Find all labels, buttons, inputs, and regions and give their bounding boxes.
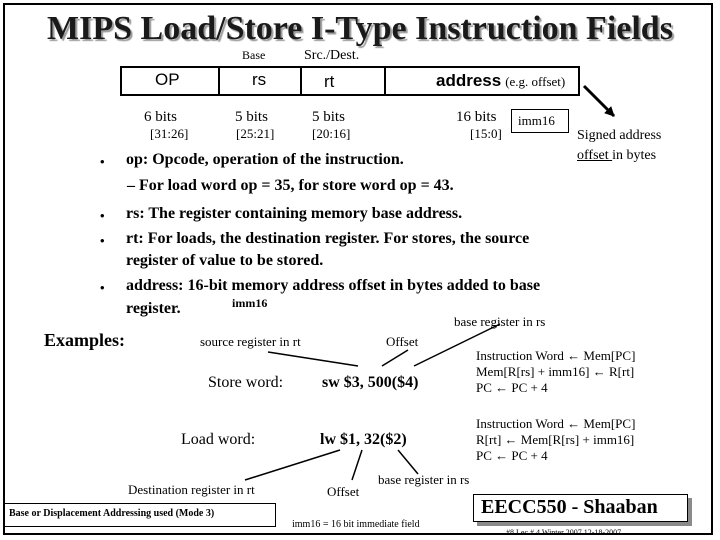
signed-offset-line1: Signed address: [577, 128, 662, 143]
destination-register-label: Destination register in rt: [128, 482, 255, 497]
offset-label-bottom: Offset: [327, 484, 360, 499]
field-rt-bits: 5 bits: [312, 109, 345, 125]
base-label: Base: [242, 48, 266, 62]
footer-slide-info: #8 Lec # 4 Winter 2007 12-18-2007: [506, 528, 622, 537]
examples-heading: Examples:: [44, 330, 125, 350]
slide-frame: [3, 3, 713, 535]
offset-underlined: offset: [577, 148, 613, 163]
field-rs-bits: 5 bits: [235, 109, 268, 125]
bullet-address-line1: address: 16-bit memory address offset in…: [126, 277, 541, 294]
bullet-rs: rs: The register containing memory base …: [126, 205, 463, 222]
src-dest-label: Src./Dest.: [304, 48, 360, 63]
field-op-label: OP: [155, 70, 180, 89]
addressing-mode-label: Base or Displacement Addressing used (Mo…: [9, 508, 215, 519]
field-rs-label: rs: [252, 70, 267, 89]
bullet-op-sub: – For load word op = 35, for store word …: [127, 177, 454, 194]
bullet-op: op: Opcode, operation of the instruction…: [126, 151, 404, 168]
field-address-label: address (e.g. offset): [436, 71, 565, 91]
imm16-box: [511, 109, 569, 133]
load-word-label: Load word:: [181, 431, 256, 448]
bullet-rt-line1: rt: For loads, the destination register.…: [126, 230, 530, 247]
load-rtn-line1: Instruction Word ← Mem[PC]: [476, 416, 636, 431]
load-rtn-line3: PC ← PC + 4: [476, 448, 548, 463]
field-rt-range: [20:16]: [312, 126, 351, 141]
bullet-dot-2: •: [100, 208, 105, 223]
field-address-note: (e.g. offset): [505, 74, 566, 89]
store-rtn-line2: Mem[R[rs] + imm16] ← R[rt]: [476, 364, 635, 379]
store-rtn-line1: Instruction Word ← Mem[PC]: [476, 348, 636, 363]
signed-offset-line2: offset in bytes: [577, 148, 656, 164]
imm16-footnote: imm16 = 16 bit immediate field: [292, 519, 420, 530]
offset-rest: in bytes: [612, 148, 657, 163]
base-register-label-bottom: base register in rs: [378, 472, 470, 487]
imm16-box-label: imm16: [518, 113, 555, 128]
field-address-range: [15:0]: [470, 126, 502, 141]
load-rtn-line2: R[rt] ← Mem[R[rs] + imm16]: [476, 432, 635, 447]
bullet-dot-1: •: [100, 154, 105, 169]
store-word-code: sw $3, 500($4): [322, 374, 419, 391]
slide-title: MIPS Load/Store I-Type Instruction Field…: [47, 10, 673, 47]
store-rtn: Instruction Word ← Mem[PC] Mem[R[rs] + i…: [476, 348, 635, 396]
field-op-bits: 6 bits: [144, 109, 177, 125]
load-word-code: lw $1, 32($2): [320, 431, 407, 448]
field-address-box: [384, 66, 580, 96]
source-register-label: source register in rt: [200, 334, 301, 349]
addressing-mode-box: [4, 503, 276, 527]
footer-brand: EECC550 - Shaaban: [481, 496, 658, 518]
field-op-range: [31:26]: [150, 126, 189, 141]
footer-brand-box: [473, 494, 688, 522]
store-word-label: Store word:: [208, 374, 284, 391]
bullet-rt-line2: register of value to be stored.: [126, 252, 324, 269]
load-rtn: Instruction Word ← Mem[PC] R[rt] ← Mem[R…: [476, 416, 635, 464]
bullet-dot-3: •: [100, 233, 105, 248]
field-address-name: address: [436, 71, 502, 90]
field-rt-label: rt: [324, 72, 335, 91]
imm16-inline-label: imm16: [232, 296, 268, 310]
field-address-bits: 16 bits: [456, 109, 497, 125]
store-rtn-line3: PC ← PC + 4: [476, 380, 548, 395]
offset-label-top: Offset: [386, 334, 419, 349]
bullet-address-line2: register.: [126, 300, 181, 317]
field-rs-range: [25:21]: [236, 126, 275, 141]
bullet-dot-4: •: [100, 280, 105, 295]
base-register-label: base register in rs: [454, 314, 546, 329]
field-rt-box: [300, 66, 386, 96]
